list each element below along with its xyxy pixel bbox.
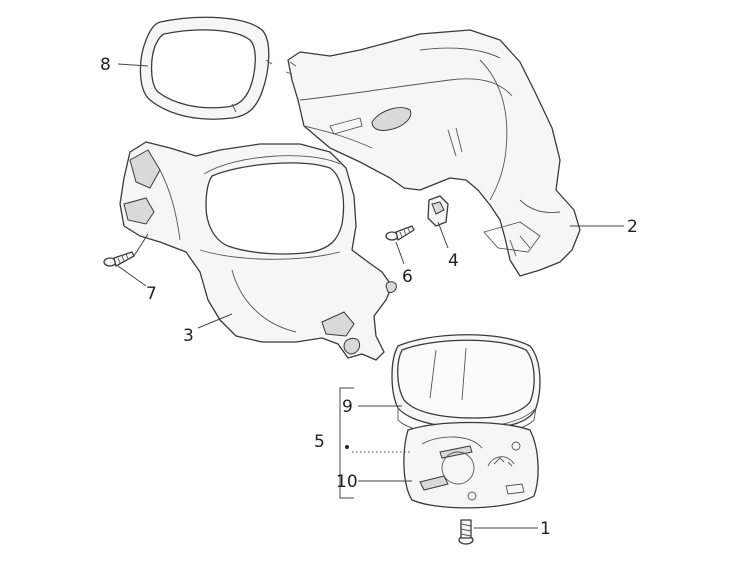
group-5-dot	[345, 445, 349, 449]
part-1-screw	[458, 519, 474, 545]
part-7-screw	[103, 251, 135, 267]
callout-1: 1	[540, 519, 551, 539]
part-6-screw	[385, 225, 415, 241]
part-8-bezel-ring	[139, 16, 273, 120]
callout-9: 9	[342, 397, 353, 417]
callout-5: 5	[314, 432, 325, 452]
part-3-front-handlebar-cover	[119, 141, 397, 361]
callout-3: 3	[183, 326, 194, 346]
callout-6: 6	[402, 267, 413, 287]
part-2-rear-handlebar-cover	[285, 29, 581, 277]
leader-lines	[117, 63, 624, 529]
part-4-clip-nut	[427, 195, 449, 227]
part-9-instrument-lens	[391, 334, 541, 437]
callout-8: 8	[100, 55, 111, 75]
part-10-instrument-panel	[403, 421, 539, 509]
group-5-bracket	[339, 387, 354, 499]
callout-2: 2	[627, 217, 638, 237]
callout-4: 4	[448, 251, 459, 271]
callout-10: 10	[336, 472, 358, 492]
callout-7: 7	[146, 284, 157, 304]
callout-labels: 8 2 4 6 7 3 9 5 10 1	[100, 55, 638, 539]
